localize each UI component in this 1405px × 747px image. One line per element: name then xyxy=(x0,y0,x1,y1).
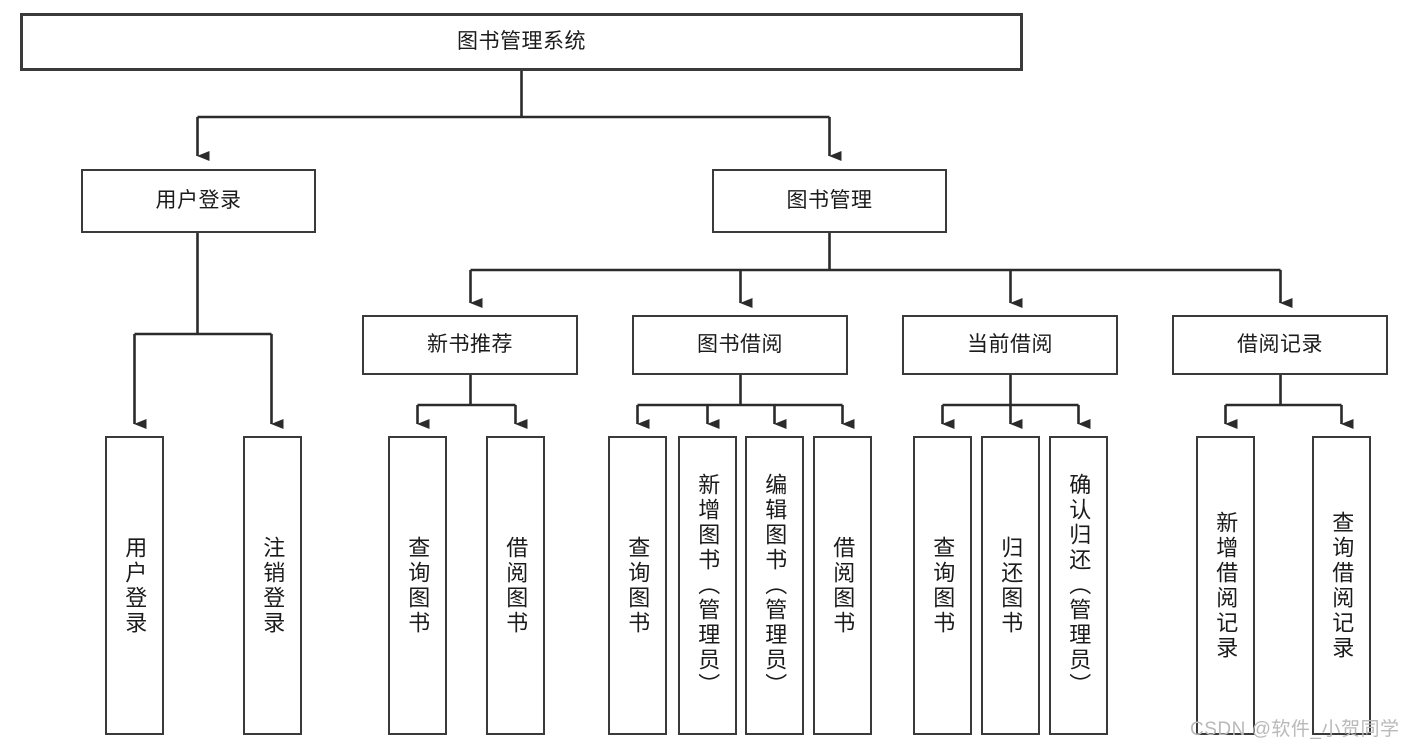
node-book-borrow[interactable]: 图书借阅 xyxy=(632,315,848,375)
node-new-book-recommend-label: 新书推荐 xyxy=(427,332,513,356)
node-leaf-add-book-admin[interactable]: 新增图书（管理员） xyxy=(678,436,737,735)
node-leaf-edit-book-admin-label: 编辑图书（管理员） xyxy=(762,473,788,698)
node-borrow-record-label: 借阅记录 xyxy=(1237,332,1323,356)
node-leaf-borrow-book-1-label: 借阅图书 xyxy=(503,535,529,636)
node-leaf-borrow-book-2[interactable]: 借阅图书 xyxy=(813,436,872,735)
csdn-watermark: CSDN @软件_小贺同学 xyxy=(1190,719,1400,740)
node-current-borrow-label: 当前借阅 xyxy=(967,332,1053,356)
node-leaf-user-login[interactable]: 用户登录 xyxy=(105,436,164,735)
node-leaf-add-borrow-record[interactable]: 新增借阅记录 xyxy=(1196,436,1255,735)
node-leaf-query-book-3-label: 查询图书 xyxy=(930,535,956,636)
node-leaf-edit-book-admin[interactable]: 编辑图书（管理员） xyxy=(745,436,804,735)
node-leaf-query-book-2-label: 查询图书 xyxy=(625,535,651,636)
node-book-manage-label: 图书管理 xyxy=(786,188,873,212)
node-leaf-return-book-label: 归还图书 xyxy=(998,535,1024,636)
node-leaf-query-book-2[interactable]: 查询图书 xyxy=(608,436,667,735)
node-borrow-record[interactable]: 借阅记录 xyxy=(1172,315,1388,375)
node-root-label: 图书管理系统 xyxy=(457,29,586,53)
node-leaf-add-borrow-record-label: 新增借阅记录 xyxy=(1213,510,1239,661)
node-new-book-recommend[interactable]: 新书推荐 xyxy=(362,315,578,375)
node-leaf-logout-label: 注销登录 xyxy=(260,535,286,636)
node-leaf-add-book-admin-label: 新增图书（管理员） xyxy=(695,473,721,698)
node-leaf-query-borrow-record[interactable]: 查询借阅记录 xyxy=(1312,436,1371,735)
node-leaf-logout[interactable]: 注销登录 xyxy=(243,436,302,735)
node-leaf-query-borrow-record-label: 查询借阅记录 xyxy=(1329,510,1355,661)
node-leaf-borrow-book-1[interactable]: 借阅图书 xyxy=(486,436,545,735)
node-user-login-label: 用户登录 xyxy=(155,188,242,212)
node-leaf-query-book-3[interactable]: 查询图书 xyxy=(913,436,972,735)
node-book-borrow-label: 图书借阅 xyxy=(697,332,783,356)
node-leaf-borrow-book-2-label: 借阅图书 xyxy=(830,535,856,636)
node-leaf-query-book-1-label: 查询图书 xyxy=(405,535,431,636)
node-leaf-confirm-return-admin[interactable]: 确认归还（管理员） xyxy=(1049,436,1108,735)
node-root[interactable]: 图书管理系统 xyxy=(20,13,1023,71)
node-leaf-return-book[interactable]: 归还图书 xyxy=(981,436,1040,735)
node-book-manage[interactable]: 图书管理 xyxy=(712,169,947,233)
node-leaf-confirm-return-admin-label: 确认归还（管理员） xyxy=(1066,473,1092,698)
node-current-borrow[interactable]: 当前借阅 xyxy=(902,315,1118,375)
node-leaf-query-book-1[interactable]: 查询图书 xyxy=(388,436,447,735)
node-leaf-user-login-label: 用户登录 xyxy=(122,535,148,636)
node-user-login[interactable]: 用户登录 xyxy=(81,169,316,233)
